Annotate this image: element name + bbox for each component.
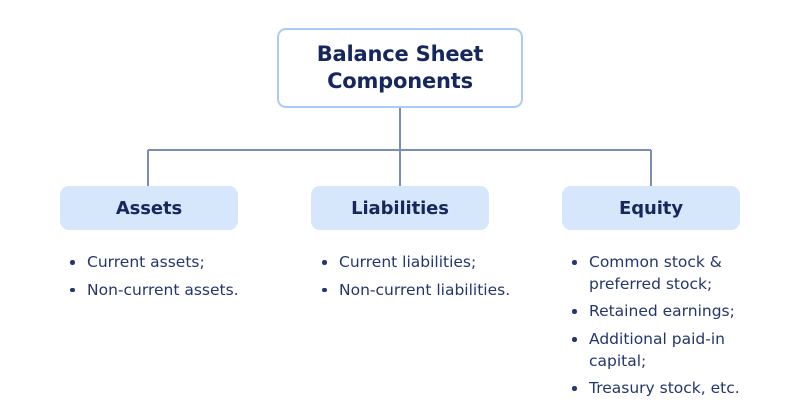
list-item: Current liabilities;	[320, 252, 515, 274]
bullet-dot-icon	[70, 287, 75, 293]
list-item: Additional paid-in capital;	[570, 329, 775, 372]
bullet-dot-icon	[572, 337, 577, 342]
branch-box-equity: Equity	[562, 186, 740, 230]
bullet-dot-icon	[322, 287, 327, 293]
list-item: Non-current assets.	[68, 280, 283, 302]
bullet-dot-icon	[572, 260, 577, 265]
list-item-label: Non-current liabilities.	[339, 280, 511, 299]
branch-label-liabilities: Liabilities	[351, 197, 449, 219]
bullet-dot-icon	[322, 260, 327, 265]
list-item-label: Current assets;	[87, 253, 205, 271]
bullet-list-liabilities: Current liabilities; Non-current liabili…	[320, 252, 515, 301]
list-item-label: Additional paid-in capital;	[589, 330, 725, 370]
list-item: Common stock & preferred stock;	[570, 252, 775, 295]
bullet-dot-icon	[572, 309, 577, 314]
bullet-list-equity: Common stock & preferred stock; Retained…	[570, 252, 775, 400]
list-item: Treasury stock, etc.	[570, 378, 775, 400]
bullet-list-assets: Current assets; Non-current assets.	[68, 252, 283, 301]
list-item: Retained earnings;	[570, 301, 775, 323]
list-item-label: Current liabilities;	[339, 253, 477, 271]
root-node-title: Balance Sheet Components	[316, 41, 484, 93]
branch-box-assets: Assets	[60, 186, 238, 230]
list-item-label: Non-current assets.	[87, 280, 239, 299]
list-item-label: Retained earnings;	[589, 302, 735, 321]
list-item-label: Common stock & preferred stock;	[589, 253, 722, 293]
root-node-balance-sheet-components: Balance Sheet Components	[277, 28, 523, 108]
branch-label-assets: Assets	[115, 197, 183, 219]
branch-box-liabilities: Liabilities	[311, 186, 489, 230]
list-item: Current assets;	[68, 252, 283, 274]
list-item-label: Treasury stock, etc.	[589, 379, 740, 398]
list-item: Non-current liabilities.	[320, 280, 515, 302]
bullet-dot-icon	[572, 386, 577, 391]
bullet-dot-icon	[70, 260, 75, 265]
branch-label-equity: Equity	[619, 197, 683, 219]
